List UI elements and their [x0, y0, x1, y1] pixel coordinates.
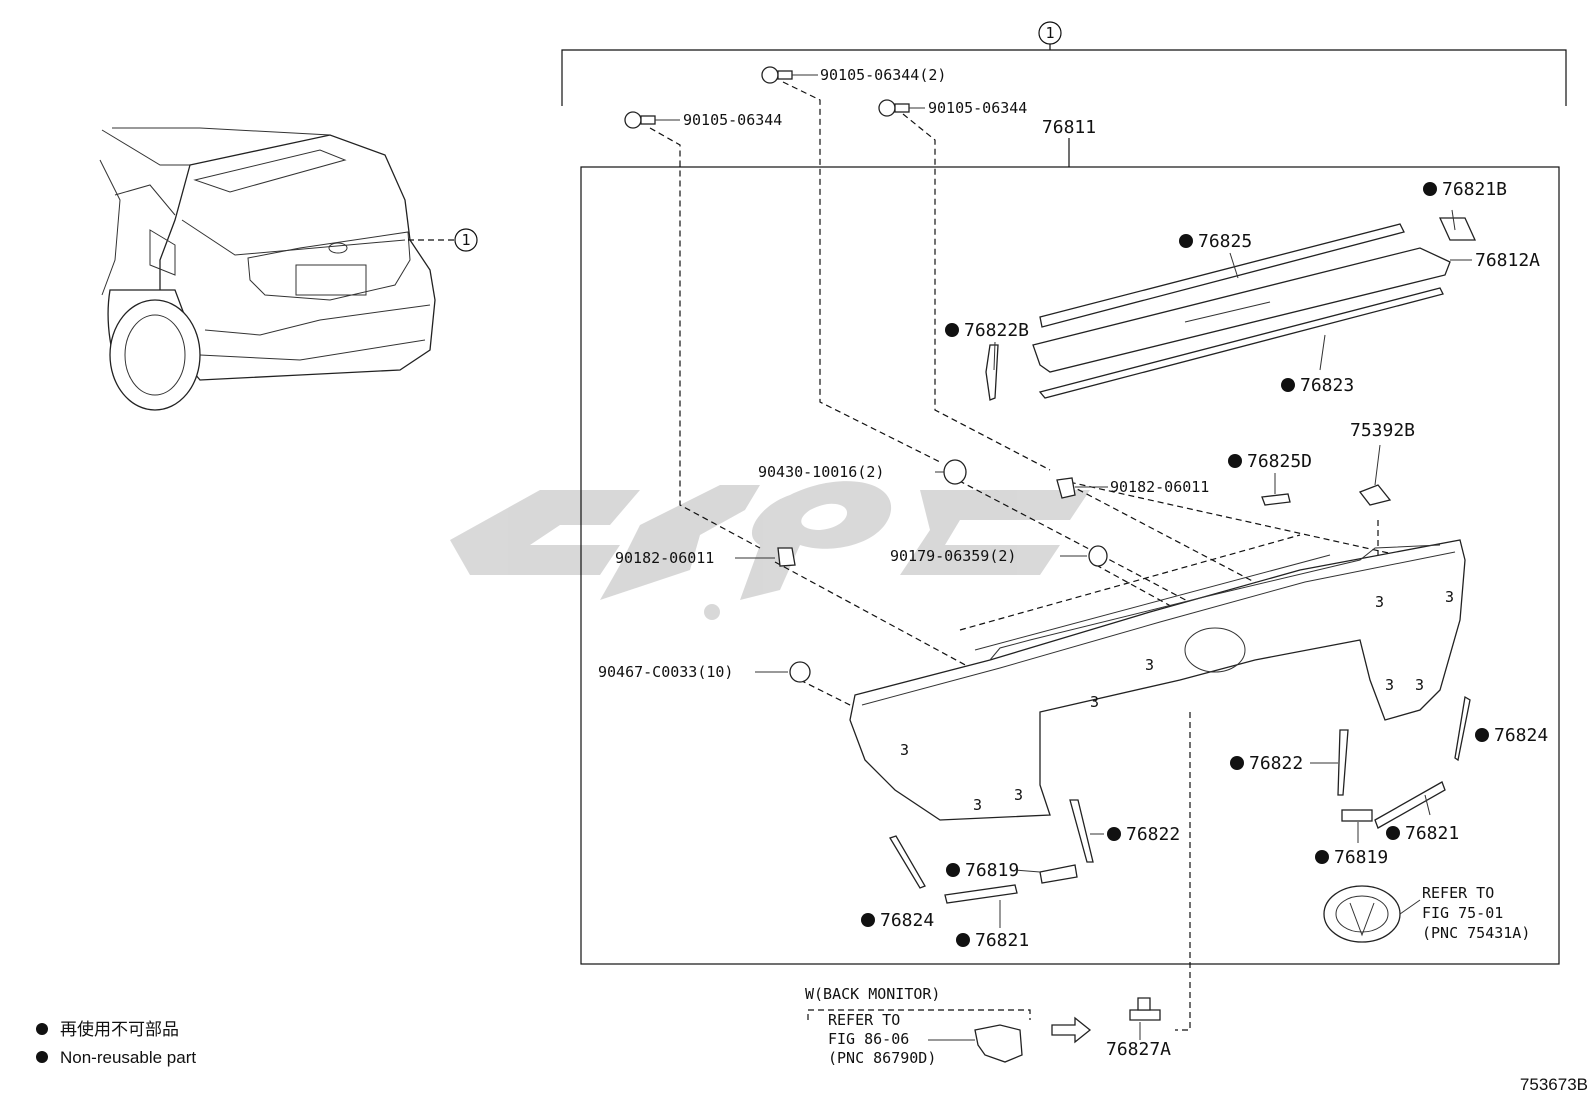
legend-jp: 再使用不可部品 — [60, 1019, 179, 1039]
frame-label: 76811 — [1042, 117, 1096, 138]
label-76822-right: 76822 — [1249, 753, 1303, 774]
label-76821-left: 76821 — [975, 930, 1029, 951]
clip-mark: 3 — [1445, 588, 1454, 606]
label-75392B: 75392B — [1350, 420, 1415, 441]
label-76825: 76825 — [1198, 231, 1252, 252]
legend-en: Non-reusable part — [60, 1048, 196, 1067]
clip-mark: 3 — [900, 741, 909, 759]
label-76821-right: 76821 — [1405, 823, 1459, 844]
back-monitor-refer-line1: REFER TO — [828, 1011, 900, 1029]
clip-mark: 3 — [1014, 786, 1023, 804]
back-monitor-title: W(BACK MONITOR) — [805, 985, 940, 1003]
vehicle-callout-number: 1 — [461, 231, 470, 249]
label-76824-left: 76824 — [880, 910, 934, 931]
clip-mark: 3 — [1375, 593, 1384, 611]
fastener-labels: 90430-10016(2) 90182-06011 90182-06011 9… — [598, 463, 1209, 681]
back-monitor-section: W(BACK MONITOR) REFER TO FIG 86-06 (PNC … — [805, 985, 1092, 1067]
label-90179-06359: 90179-06359(2) — [890, 547, 1016, 565]
emblem-refer-line2: FIG 75-01 — [1422, 904, 1503, 922]
watermark-logo — [450, 481, 1090, 620]
nonreusable-labels: 76821B 76825 76822B 76823 76825D 76824 7… — [861, 179, 1548, 951]
label-76819-left: 76819 — [965, 860, 1019, 881]
label-76821B: 76821B — [1442, 179, 1507, 200]
clip-mark: 3 — [1145, 656, 1154, 674]
vehicle-rear-illustration: 1 — [99, 127, 478, 411]
bolt-90105-06344-right: 90105-06344 — [878, 99, 1027, 117]
label-76824-right: 76824 — [1494, 725, 1548, 746]
label-90182-06011-left: 90182-06011 — [615, 549, 714, 567]
label-90182-06011-right: 90182-06011 — [1110, 478, 1209, 496]
emblem-refer-line1: REFER TO — [1422, 884, 1494, 902]
clip-mark: 3 — [1415, 676, 1424, 694]
other-part-labels: 76812A 75392B 76827A — [1106, 250, 1540, 1060]
label-76825D: 76825D — [1247, 451, 1312, 472]
back-monitor-refer-line3: (PNC 86790D) — [828, 1049, 936, 1067]
spoiler-strips — [985, 217, 1477, 401]
back-monitor-refer-line2: FIG 86-06 — [828, 1030, 909, 1048]
frame-76811: 76811 — [580, 117, 1560, 965]
label-90430-10016: 90430-10016(2) — [758, 463, 884, 481]
small-parts — [777, 459, 1471, 1021]
label-90105-06344-left: 90105-06344 — [683, 111, 782, 129]
arrow-right-icon — [1051, 1016, 1092, 1044]
label-90467-C0033: 90467-C0033(10) — [598, 663, 733, 681]
emblem-refer-line3: (PNC 75431A) — [1422, 924, 1530, 942]
clip-mark: 3 — [1385, 676, 1394, 694]
diagram-code: 753673B — [1520, 1075, 1588, 1094]
back-door-garnish: 3 3 3 3 3 3 3 3 3 — [849, 539, 1466, 821]
label-76827A: 76827A — [1106, 1039, 1171, 1060]
label-90105-06344-2: 90105-06344(2) — [820, 66, 946, 84]
callout-number: 1 — [1045, 24, 1054, 42]
clip-mark: 3 — [1090, 693, 1099, 711]
label-76819-right: 76819 — [1334, 847, 1388, 868]
clip-mark: 3 — [973, 796, 982, 814]
label-76822B: 76822B — [964, 320, 1029, 341]
bolt-90105-06344-left: 90105-06344 — [624, 111, 782, 129]
bolt-90105-06344-2: 90105-06344(2) — [761, 66, 946, 84]
assembly-bracket: 1 — [561, 21, 1567, 106]
label-76812A: 76812A — [1475, 250, 1540, 271]
label-90105-06344-right: 90105-06344 — [928, 99, 1027, 117]
emblem-reference: REFER TO FIG 75-01 (PNC 75431A) — [1399, 884, 1530, 942]
label-76823: 76823 — [1300, 375, 1354, 396]
label-76822-left: 76822 — [1126, 824, 1180, 845]
legend: 再使用不可部品 Non-reusable part — [36, 1019, 196, 1067]
